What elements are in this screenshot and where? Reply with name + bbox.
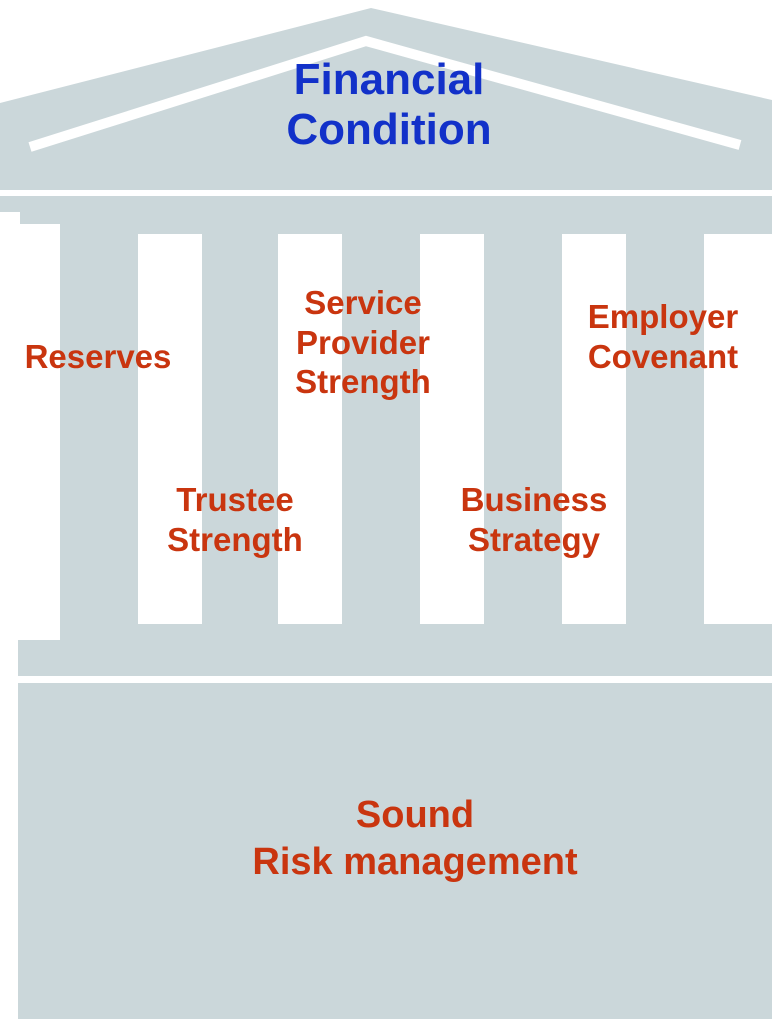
roof-inner-line bbox=[28, 35, 742, 152]
pillar-text: Employer bbox=[587, 298, 739, 335]
diagram-title: Financial Condition bbox=[224, 55, 554, 154]
pillar-text: Strength bbox=[167, 520, 303, 558]
pillar-text: Strength bbox=[295, 363, 431, 401]
pillar-label-reserves: Reserves bbox=[0, 337, 196, 377]
pillar-label-trustee: Trustee Strength bbox=[130, 480, 340, 559]
pillar-text: Covenant bbox=[587, 337, 739, 375]
title-line-2: Condition bbox=[286, 104, 492, 154]
pillar-text: Reserves bbox=[24, 338, 172, 375]
foundation-text: Sound bbox=[355, 794, 475, 836]
pillar-text: Trustee bbox=[176, 481, 294, 518]
pillar-text: Service bbox=[304, 284, 422, 321]
architrave bbox=[0, 196, 772, 212]
column-bases bbox=[60, 624, 772, 640]
entablature-band bbox=[0, 178, 772, 190]
capital-band bbox=[20, 212, 772, 224]
title-line-1: Financial bbox=[293, 55, 485, 104]
foundation-text: Risk management bbox=[252, 841, 578, 884]
pillar-label-business-strategy: Business Strategy bbox=[424, 480, 644, 559]
pillar-text: Strategy bbox=[467, 520, 601, 558]
foundation bbox=[18, 683, 772, 1019]
pillar-label-employer-covenant: Employer Covenant bbox=[558, 297, 768, 376]
pillar-text: Business bbox=[460, 481, 608, 518]
pillar-label-service-provider: Service Provider Strength bbox=[258, 283, 468, 402]
roof-pediment bbox=[0, 8, 772, 178]
pillar-text: Provider bbox=[296, 323, 430, 361]
stylobate bbox=[18, 640, 772, 676]
foundation-label: Sound Risk management bbox=[160, 792, 670, 886]
